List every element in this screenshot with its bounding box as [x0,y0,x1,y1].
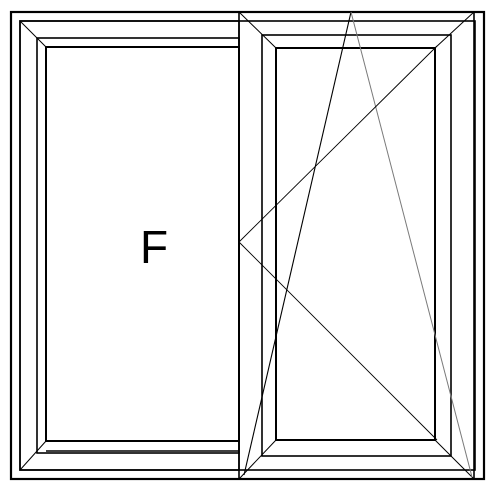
fixed-panel-bead-outer [36,37,240,454]
outer-frame [9,10,486,481]
outer-frame-border [9,10,486,481]
sash-outer-frame [238,11,475,480]
tilt-symbol-left-leg [243,11,352,476]
fixed-panel-miter-bottom-left [19,440,47,471]
tilt-symbol-right-leg [350,11,473,478]
opening-sash [238,11,475,480]
sash-miter-top-right [434,11,475,49]
fixed-panel: F [19,20,240,471]
fixed-panel-frame [19,20,240,471]
fixed-panel-miter-top-left [19,20,47,48]
turn-symbol-lower-leg [238,241,438,441]
fixed-panel-label: F [140,221,168,273]
sash-miter-bottom-right [434,439,475,480]
sash-glass [275,47,436,441]
sash-miter-top-left [238,11,277,49]
sash-miter-bottom-left [238,439,277,480]
turn-symbol-upper-leg [238,45,438,243]
outer-frame-inner-border [19,20,476,471]
sash-inner-frame [261,34,452,457]
